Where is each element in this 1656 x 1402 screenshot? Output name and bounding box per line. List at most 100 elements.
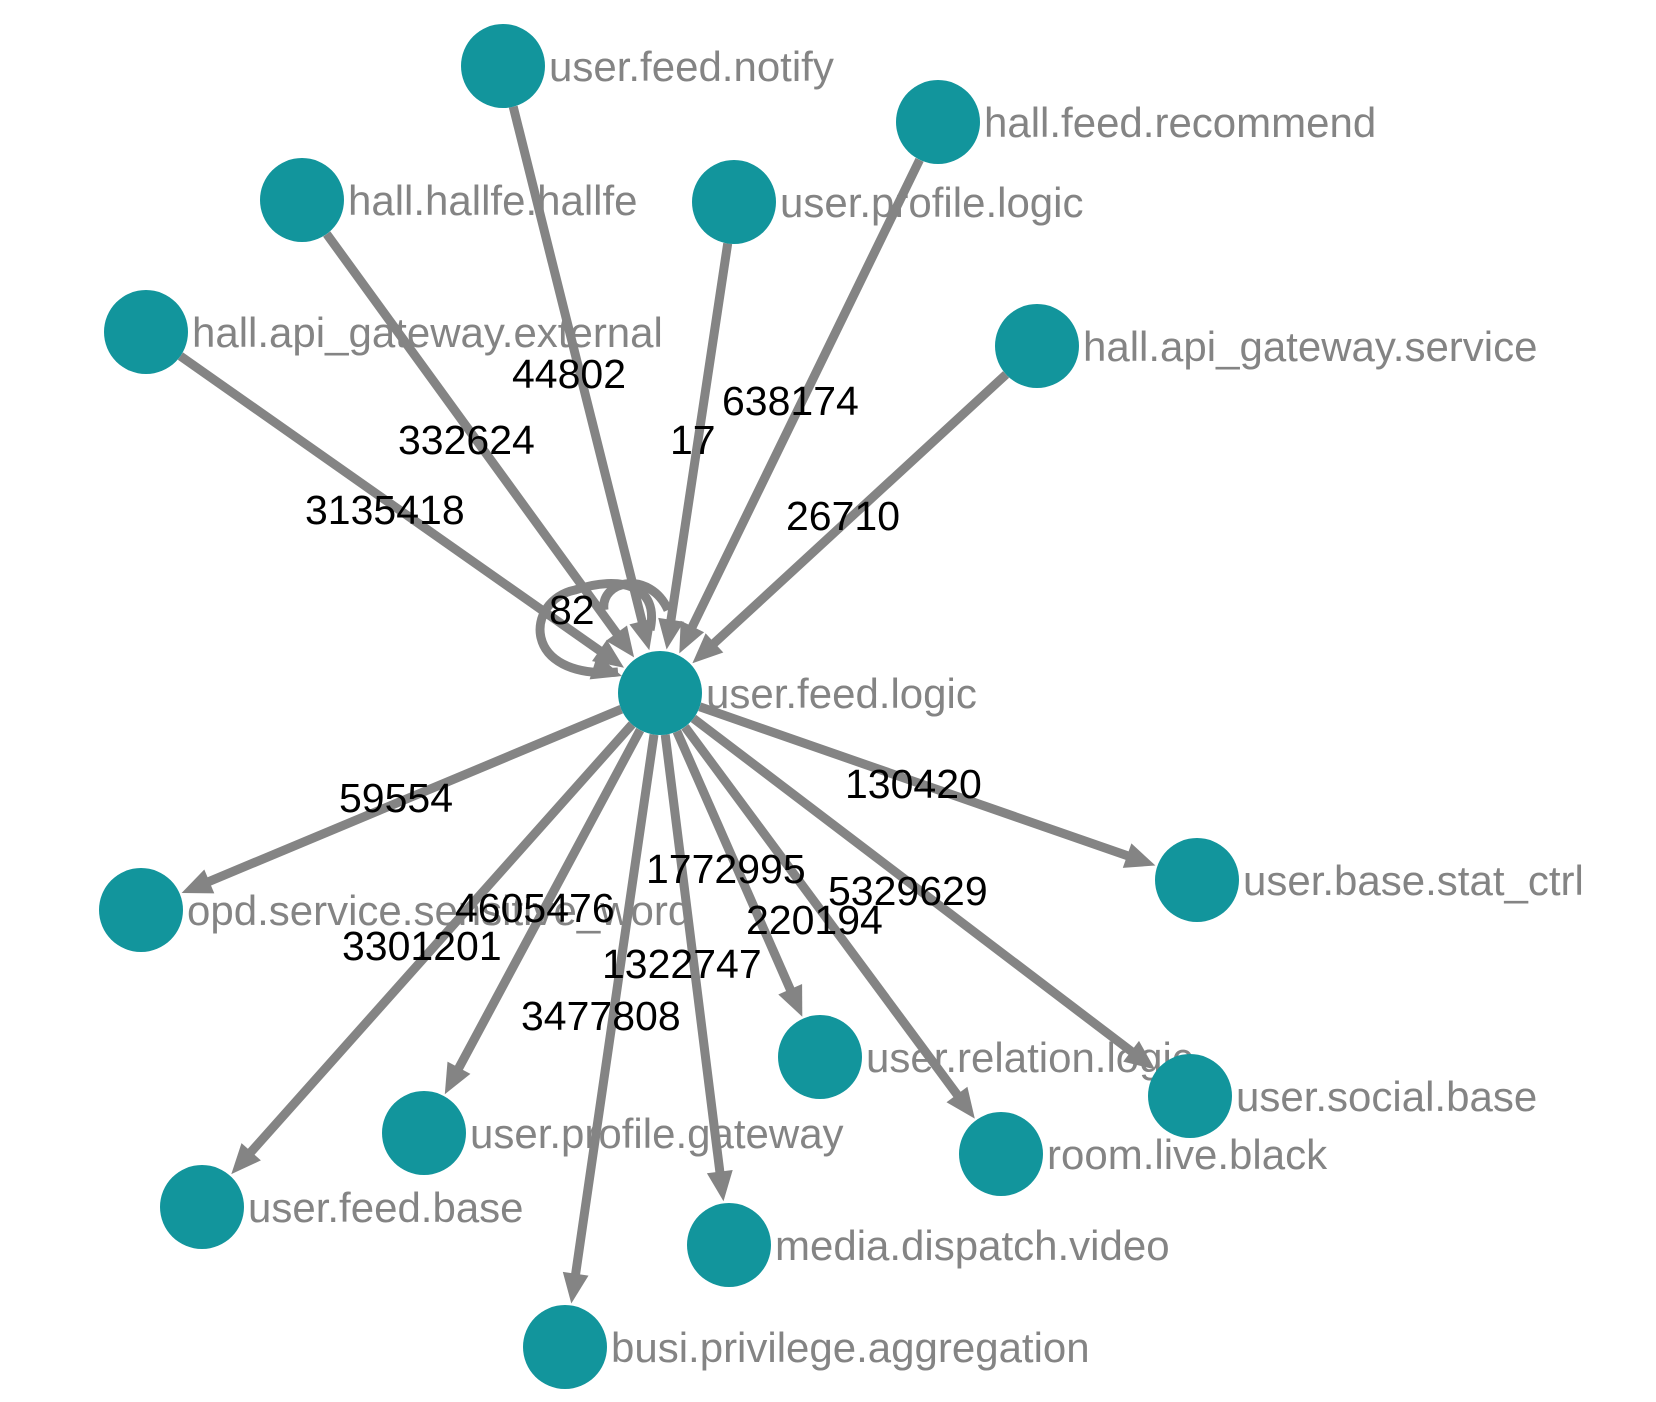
node-user-base-stat-ctrl[interactable]: user.base.stat_ctrl [1155,838,1584,922]
edge-arrowhead [589,654,622,680]
node-label: user.feed.base [248,1184,524,1231]
node-hall-api-gateway-external[interactable]: hall.api_gateway.external [104,290,663,374]
edge-line [451,727,645,1077]
edge-label: 82 [549,587,595,633]
self-loop-edge-line-inner [599,579,673,613]
node-user-profile-logic[interactable]: user.profile.logic [692,160,1084,244]
edge-hall-api-gateway-service-to-user-feed-logic [692,371,1010,664]
edge-line [200,705,624,889]
node-circle[interactable] [692,160,776,244]
edge-label: 332624 [398,417,535,463]
node-label: user.profile.logic [780,179,1084,226]
node-label: hall.hallfe.hallfe [348,177,638,224]
node-media-dispatch-video[interactable]: media.dispatch.video [687,1203,1170,1287]
edge-hall-hallfe-hallfe-to-user-feed-logic [323,231,635,658]
edge-line [177,352,609,659]
edge-arrowhead [679,620,705,654]
edge-line [705,371,1010,652]
edge-user-feed-logic-to-user-relation-logic [672,729,803,1017]
edge-arrowhead [1123,1040,1155,1070]
edge-arrowhead [778,984,803,1017]
node-user-feed-notify[interactable]: user.feed.notify [461,24,834,108]
node-label: opd.service.sensitive_word [187,887,691,934]
edge-line [508,105,649,631]
node-label: busi.privilege.aggregation [611,1324,1090,1371]
edge-user-feed-logic-to-user-feed-base [231,721,636,1175]
edge-label: 3477808 [521,993,681,1039]
node-label: user.social.base [1236,1073,1537,1120]
node-user-profile-gateway[interactable]: user.profile.gateway [382,1091,844,1175]
edge-arrowhead [658,617,684,650]
edge-line [684,157,924,636]
node-label: user.profile.gateway [470,1110,844,1157]
edge-line [570,733,659,1283]
node-circle[interactable] [618,651,702,735]
edge-line [698,702,1137,863]
node-circle[interactable] [687,1203,771,1287]
edge-arrowhead [444,1061,471,1095]
node-circle[interactable] [382,1091,466,1175]
node-circle[interactable] [1148,1054,1232,1138]
node-circle[interactable] [260,158,344,242]
node-user-feed-base[interactable]: user.feed.base [160,1165,524,1249]
node-label: user.feed.logic [706,670,977,717]
node-opd-service-sensitive-word[interactable]: opd.service.sensitive_word [99,868,691,952]
node-label: hall.feed.recommend [984,99,1376,146]
node-circle[interactable] [1155,838,1239,922]
node-circle[interactable] [778,1015,862,1099]
node-hall-api-gateway-service[interactable]: hall.api_gateway.service [995,304,1537,388]
node-room-live-black[interactable]: room.live.black [959,1112,1328,1196]
node-label: user.base.stat_ctrl [1243,857,1584,904]
node-hall-hallfe-hallfe[interactable]: hall.hallfe.hallfe [260,158,638,242]
edge-label: 59554 [339,775,453,821]
edge-line [665,242,733,629]
edge-line [690,714,1141,1060]
edge-user-feed-logic-to-room-live-black [681,724,975,1119]
node-user-social-base[interactable]: user.social.base [1148,1054,1537,1138]
edge-line [242,721,636,1161]
edge-label: 638174 [722,378,859,424]
edge-user-feed-logic-to-busi-privilege-aggregation [562,733,659,1304]
edge-label: 3301201 [342,923,502,969]
node-circle[interactable] [461,24,545,108]
node-label: hall.api_gateway.service [1083,323,1537,370]
edge-user-feed-logic-to-media-dispatch-video [660,734,733,1202]
edge-user-feed-logic-to-user-feed-logic [535,579,673,680]
edge-label: 1322747 [602,941,762,987]
node-circle[interactable] [959,1112,1043,1196]
edge-label: 4605476 [455,885,615,931]
node-circle[interactable] [523,1305,607,1389]
node-circle[interactable] [896,80,980,164]
nodes-layer: user.feed.logic user.feed.notify hall.feed… [99,24,1584,1389]
edge-label: 5329629 [828,868,988,914]
node-hall-feed-recommend[interactable]: hall.feed.recommend [896,80,1376,164]
edge-line [323,231,625,643]
edge-line [660,734,726,1181]
node-label: user.feed.notify [549,43,834,90]
node-label: room.live.black [1047,1131,1328,1178]
edge-label: 220194 [746,897,883,943]
edge-label: 1772995 [646,846,806,892]
edge-arrowhead [946,1086,975,1119]
edge-arrowhead [231,1143,261,1175]
node-user-relation-logic[interactable]: user.relation.logic [778,1015,1193,1099]
node-busi-privilege-aggregation[interactable]: busi.privilege.aggregation [523,1305,1090,1389]
node-label: media.dispatch.video [775,1222,1170,1269]
node-label: user.relation.logic [866,1034,1193,1081]
node-user-feed-logic[interactable]: user.feed.logic [618,651,977,735]
edge-label: 44802 [512,351,626,397]
edge-line [681,724,966,1104]
self-loop-edge-line [535,579,656,678]
edge-label: 17 [670,417,716,463]
node-circle[interactable] [104,290,188,374]
node-circle[interactable] [160,1165,244,1249]
edges-layer [177,105,1156,1304]
edge-arrowhead [181,869,215,894]
node-circle[interactable] [995,304,1079,388]
node-label: hall.api_gateway.external [192,309,663,356]
edge-user-feed-logic-to-user-profile-gateway [444,727,645,1095]
node-circle[interactable] [99,868,183,952]
edge-user-feed-logic-to-user-social-base [690,714,1155,1070]
